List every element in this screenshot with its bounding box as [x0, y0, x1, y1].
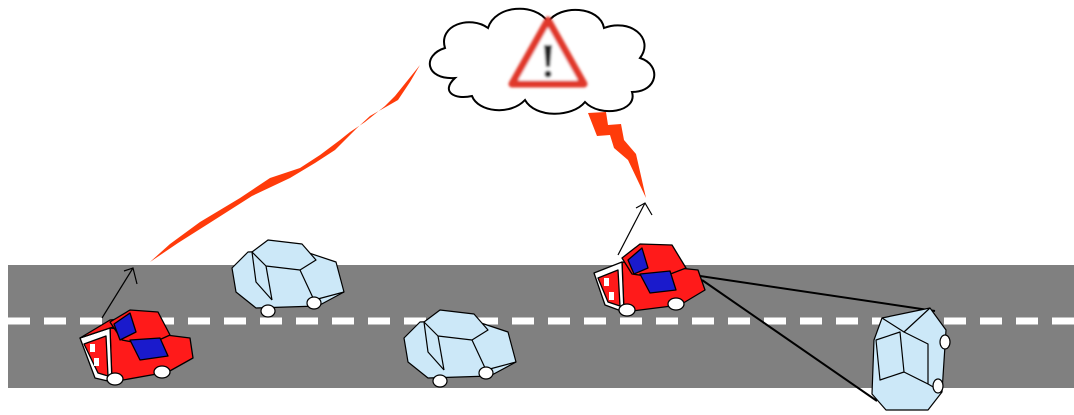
car-roof	[875, 331, 905, 381]
headlight	[90, 344, 95, 352]
car-wheel	[260, 304, 276, 318]
other-car-lower	[403, 309, 517, 388]
car-window-left	[113, 312, 137, 341]
car-wheel	[667, 297, 685, 311]
sensor-lines	[699, 275, 936, 402]
lightning-bolt-right	[588, 112, 646, 198]
car-wheel	[153, 365, 171, 379]
car-panel-line	[423, 321, 445, 371]
car-wheel	[618, 303, 636, 317]
car-panel-line	[251, 251, 273, 301]
antenna-right	[617, 202, 653, 256]
headlight	[94, 358, 99, 366]
car-body	[871, 307, 947, 411]
headlight	[609, 292, 614, 300]
connected-car-right	[593, 243, 706, 317]
alert-cloud	[428, 7, 656, 115]
car-body-front-red	[597, 269, 621, 307]
lightning-bolt-left	[150, 65, 420, 262]
warning-triangle-icon	[508, 16, 588, 88]
car-panel-line	[903, 331, 929, 384]
headlight	[604, 278, 609, 286]
car-wheel	[932, 378, 944, 394]
car-panel-line	[265, 265, 273, 301]
connected-car-left	[79, 309, 194, 386]
car-wheel	[106, 372, 124, 386]
other-car-turning	[871, 307, 951, 411]
car-window-rear	[129, 337, 169, 361]
car-wheel	[306, 296, 322, 310]
car-panel-line	[437, 335, 445, 371]
car-wheel	[432, 374, 448, 388]
antenna-left	[101, 267, 138, 319]
car-wheel	[939, 334, 951, 350]
car-wheel	[478, 366, 494, 380]
other-car-upper	[231, 239, 345, 318]
car-window-left	[627, 247, 649, 275]
car-window-rear	[639, 270, 677, 294]
